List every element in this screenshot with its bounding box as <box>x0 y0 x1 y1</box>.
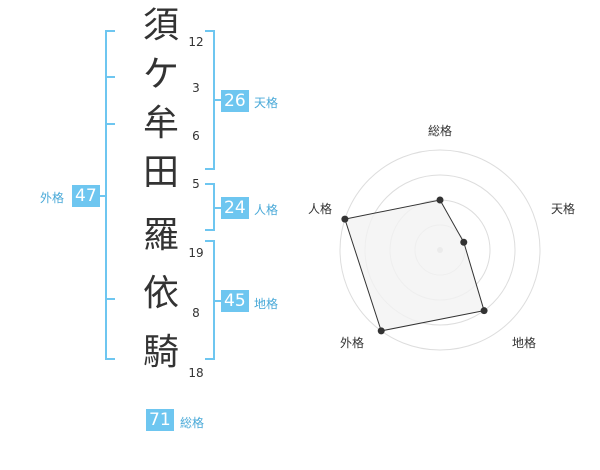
jinkaku-label: 人格 <box>254 203 279 217</box>
name-kanji-6: 依 <box>142 273 179 314</box>
soukaku-label: 総格 <box>180 416 205 430</box>
radar-point-5 <box>341 215 349 223</box>
gaikaku-label: 外格 <box>40 191 65 205</box>
radar-label-chikaku: 地格 <box>512 336 537 350</box>
chikaku-label: 地格 <box>254 297 279 311</box>
radar-label-tenkaku: 天格 <box>551 202 576 216</box>
radar-point-2 <box>460 238 468 246</box>
radar-polygon <box>344 199 485 332</box>
tenkaku-value: 26 <box>221 90 249 112</box>
radar-ring <box>339 149 541 351</box>
name-kanji-1: 須 <box>142 5 179 46</box>
radar-label-jinkaku: 人格 <box>308 202 333 216</box>
radar-label-soukaku: 総格 <box>428 124 453 138</box>
gaikaku-value: 47 <box>72 185 100 207</box>
radar-label-gaikaku: 外格 <box>340 336 365 350</box>
chikaku-value: 45 <box>221 290 249 312</box>
jinkaku-value: 24 <box>221 197 249 219</box>
name-kanji-5: 羅 <box>142 215 179 256</box>
stroke-count-7: 18 <box>188 366 204 380</box>
stroke-count-2: 3 <box>192 81 200 95</box>
soukaku-value: 71 <box>146 409 174 431</box>
tenkaku-label: 天格 <box>254 96 279 110</box>
stroke-count-4: 5 <box>192 177 200 191</box>
stroke-count-1: 12 <box>188 35 204 49</box>
radar-point-1 <box>436 196 444 204</box>
radar-point-4 <box>377 327 385 335</box>
stroke-count-3: 6 <box>192 129 200 143</box>
name-kanji-2: ケ <box>142 54 179 95</box>
name-kanji-7: 騎 <box>142 332 179 373</box>
name-kanji-4: 田 <box>142 152 179 193</box>
stroke-count-5: 19 <box>188 246 204 260</box>
radar-point-3 <box>480 307 488 315</box>
stroke-count-6: 8 <box>192 306 200 320</box>
name-kanji-3: 牟 <box>142 103 179 144</box>
